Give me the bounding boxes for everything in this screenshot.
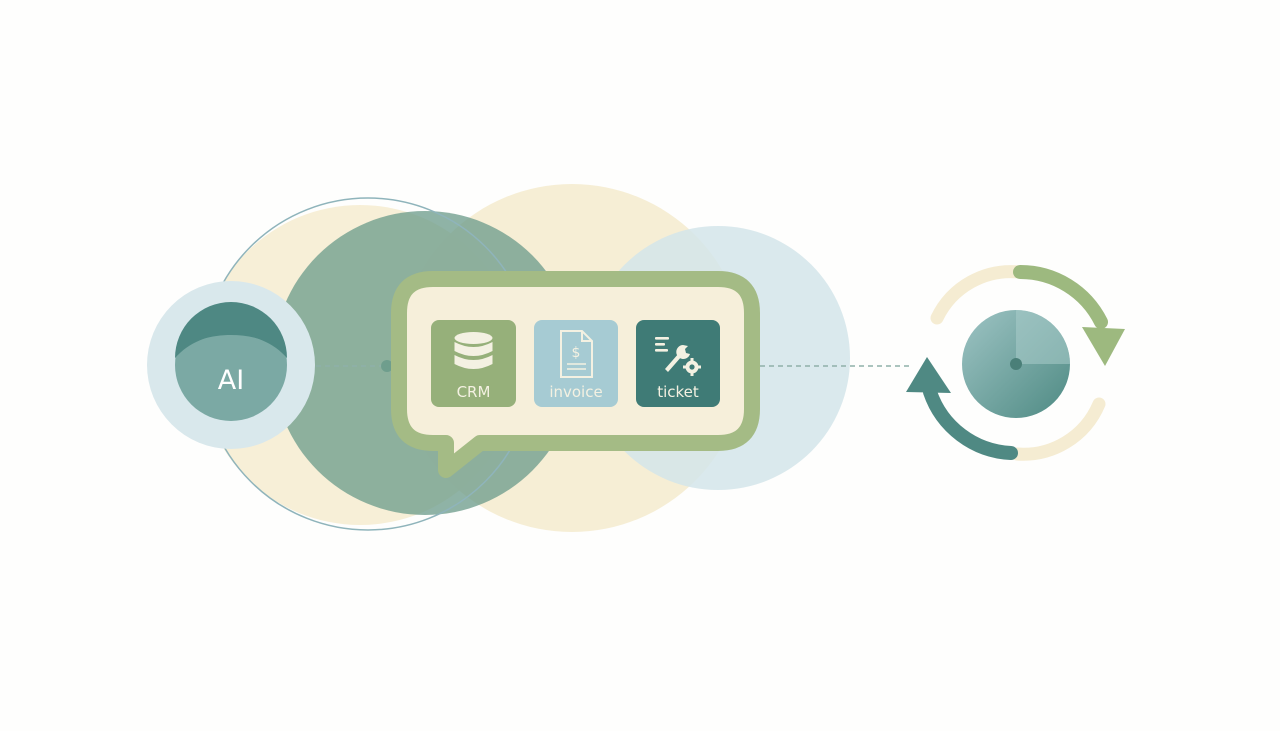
loop-sage-arrowhead-icon: [1082, 327, 1125, 366]
connectors: [316, 360, 912, 372]
invoice-document-icon: $: [560, 330, 593, 378]
tool-tile-invoice: $ invoice: [534, 320, 618, 407]
ticket-tile-bg: [636, 320, 720, 407]
tool-bubble: CRM $ invoice: [391, 271, 760, 478]
wrench-gear-icon: [655, 337, 701, 376]
loop-teal-arrowhead-icon: [906, 357, 951, 393]
database-icon: [454, 332, 493, 369]
svg-text:$: $: [572, 345, 581, 361]
loop-cream-arc-bottom: [1010, 397, 1106, 461]
sync-loop: [906, 264, 1125, 461]
connector-node-dot: [381, 360, 393, 372]
loop-sage-arc: [1013, 264, 1108, 329]
ticket-tile-label: ticket: [657, 383, 699, 401]
ai-node-label: AI: [218, 365, 244, 396]
loop-cream-arc-top: [930, 265, 1026, 325]
crm-tile-label: CRM: [457, 383, 491, 401]
loop-orb-center-dot: [1010, 358, 1022, 370]
invoice-tile-label: invoice: [549, 383, 602, 401]
ai-node-core-top: [176, 306, 286, 352]
loop-orb-highlight: [1016, 310, 1070, 364]
tool-tile-ticket: ticket: [636, 320, 720, 407]
loop-teal-arc: [923, 385, 1018, 460]
ai-node: AI: [147, 281, 315, 449]
tool-tile-crm: CRM: [431, 320, 516, 407]
